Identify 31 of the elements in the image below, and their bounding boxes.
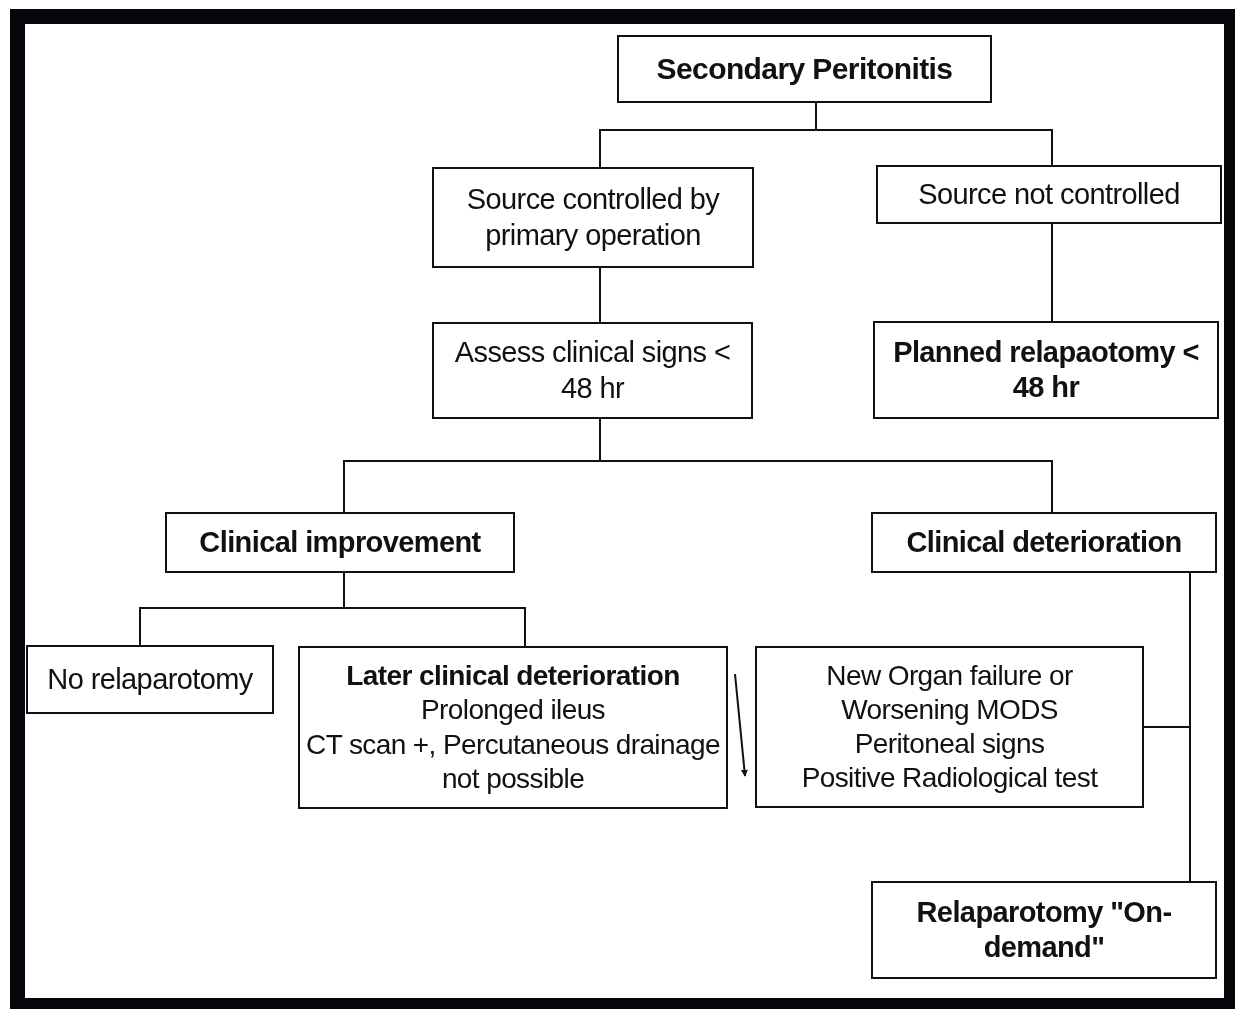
box-text: Source not controlled xyxy=(918,176,1180,212)
box-text: Peritoneal signs xyxy=(854,727,1045,761)
process-box xyxy=(755,646,1144,808)
process-box xyxy=(617,35,992,103)
box-text: CT scan +, Percutaneous drainage not possible xyxy=(306,727,720,796)
box-text: Assess clinical signs < 48 hr xyxy=(453,335,732,406)
process-box xyxy=(432,167,754,268)
process-box xyxy=(871,881,1217,979)
box-text: Planned relapaotomy < 48 hr xyxy=(892,334,1200,405)
box-text: No relaparotomy xyxy=(47,661,253,697)
box-text: Source controlled by primary operation xyxy=(465,182,721,253)
process-box xyxy=(26,645,274,714)
process-box xyxy=(876,165,1222,224)
arrow xyxy=(734,673,748,777)
connector-line xyxy=(815,102,1053,166)
box-text: Secondary Peritonitis xyxy=(656,50,953,87)
process-box xyxy=(873,321,1219,419)
box-text: Positive Radiological test xyxy=(801,761,1098,796)
box-text: Relaparotomy "On-demand" xyxy=(915,894,1173,965)
connector-line xyxy=(1051,223,1053,322)
box-text: Prolonged ileus xyxy=(421,693,605,728)
box-text: Later clinical deterioration xyxy=(346,659,680,694)
box-text: Clinical improvement xyxy=(199,524,481,560)
box-text: New Organ failure or Worsening MODS xyxy=(825,658,1074,727)
connector-line xyxy=(599,267,601,323)
process-box xyxy=(165,512,515,573)
box-text: Clinical deterioration xyxy=(906,524,1182,560)
process-box xyxy=(871,512,1217,573)
connector-line xyxy=(1143,726,1191,882)
process-box xyxy=(432,322,753,419)
process-box xyxy=(298,646,728,809)
